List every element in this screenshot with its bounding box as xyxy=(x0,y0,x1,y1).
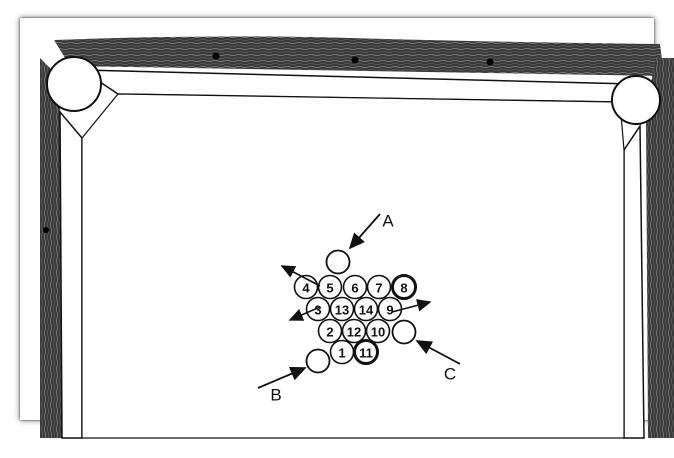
table-rails xyxy=(40,36,674,438)
rail-sight-dot xyxy=(43,227,49,233)
ball-number: 8 xyxy=(400,281,407,296)
ball-number: 2 xyxy=(326,325,333,340)
ball-outline xyxy=(329,296,355,322)
aim-arrow xyxy=(348,213,381,250)
right-rail xyxy=(646,58,674,438)
ball-outline xyxy=(353,339,379,365)
object-ball: 1 xyxy=(329,339,355,365)
ball-outline xyxy=(342,274,368,300)
ball-outline xyxy=(317,318,343,344)
object-ball: 5 xyxy=(317,274,343,300)
cue-ball xyxy=(305,348,331,374)
object-ball: 7 xyxy=(366,274,392,300)
top-rail xyxy=(54,36,664,76)
cue-ball-c: C xyxy=(391,319,461,384)
ball-number: 10 xyxy=(371,325,385,340)
aim-arrow xyxy=(415,340,461,365)
ball-number: 14 xyxy=(359,303,374,318)
cue-ball-label: A xyxy=(382,212,394,231)
top-left-pocket xyxy=(46,56,102,112)
ball-number: 13 xyxy=(335,303,349,318)
ball-outline xyxy=(341,318,367,344)
ball-outline xyxy=(305,296,331,322)
object-ball: 3 xyxy=(305,296,331,322)
cue-ball xyxy=(325,249,351,275)
ball-outline xyxy=(366,274,392,300)
ball-number: 7 xyxy=(375,281,382,296)
left-cushion xyxy=(59,109,83,439)
ball-number: 1 xyxy=(338,346,345,361)
ball-outline xyxy=(391,274,417,300)
ball-outline xyxy=(365,318,391,344)
top-right-pocket xyxy=(611,75,661,125)
object-ball: 11 xyxy=(353,339,379,365)
cue-ball-b: B xyxy=(257,348,331,405)
aim-arrow xyxy=(257,367,307,389)
ball-number: 4 xyxy=(302,281,310,296)
deflection-arrow xyxy=(280,265,321,287)
object-ball: 13 xyxy=(329,296,355,322)
ball-number: 12 xyxy=(347,325,361,340)
rail-sight-dot xyxy=(351,56,359,64)
object-ball: 2 xyxy=(317,318,343,344)
object-ball: 10 xyxy=(365,318,391,344)
ball-number: 5 xyxy=(326,281,333,296)
deflection-arrow xyxy=(391,299,432,313)
ball-outline xyxy=(317,274,343,300)
ball-outline xyxy=(353,296,379,322)
object-ball: 6 xyxy=(342,274,368,300)
cue-ball-label: C xyxy=(444,365,456,384)
rail-sight-dot xyxy=(212,52,220,60)
ball-number: 6 xyxy=(351,281,358,296)
cue-balls: A B C xyxy=(257,212,461,405)
cue-ball-label: B xyxy=(270,386,281,405)
object-ball: 9 xyxy=(377,296,403,322)
cue-ball-a: A xyxy=(325,212,394,275)
cue-ball xyxy=(391,319,417,345)
ball-number: 11 xyxy=(359,346,373,361)
rail-sight-dot xyxy=(486,58,494,66)
ball-number: 9 xyxy=(386,303,393,318)
object-ball: 8 xyxy=(391,274,417,300)
object-ball: 14 xyxy=(353,296,379,322)
ball-number: 3 xyxy=(314,303,321,318)
left-rail xyxy=(40,58,62,438)
object-ball: 12 xyxy=(341,318,367,344)
deflection-arrow xyxy=(288,306,321,321)
right-cushion xyxy=(623,123,645,439)
playing-surface xyxy=(81,93,625,439)
